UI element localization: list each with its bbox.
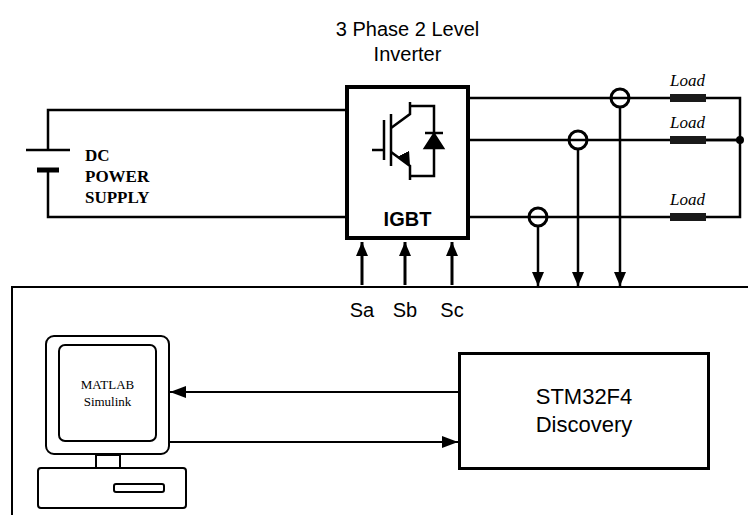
signal-name: Sa xyxy=(332,298,392,322)
diode-bar xyxy=(425,132,443,135)
battery-plate xyxy=(26,149,70,152)
igbt-symbol xyxy=(372,102,443,180)
signal-name: Sb xyxy=(375,298,435,322)
heading-holder: 3 Phase 2 Level Inverter xyxy=(289,17,526,67)
inverter-title: 3 Phase 2 Level Inverter xyxy=(323,17,493,67)
sensor-arrow xyxy=(537,226,540,286)
monitor-screen xyxy=(59,345,156,441)
device-label: IGBT xyxy=(384,207,432,232)
current-sensor xyxy=(569,131,587,149)
load-label-holder: Load xyxy=(670,113,705,133)
power-wire xyxy=(470,216,670,219)
software-name: MATLAB Simulink xyxy=(68,376,148,410)
power-wire xyxy=(470,97,670,100)
power-wire xyxy=(706,140,740,217)
collector-lead xyxy=(391,102,410,128)
body-holder: IGBT xyxy=(349,207,466,232)
load-label: Load xyxy=(670,190,705,210)
gate-lead xyxy=(372,149,384,152)
sensor-arrow xyxy=(619,107,622,286)
sensor-arrow xyxy=(577,149,580,286)
dc-wire xyxy=(48,110,345,150)
gate-signal-arrow xyxy=(361,242,364,285)
monitor-stand xyxy=(96,455,120,468)
supply-label: DC POWER SUPPLY xyxy=(85,145,165,208)
load-label: Load xyxy=(670,71,705,91)
current-sensor xyxy=(611,89,629,107)
drive-slot xyxy=(114,484,164,492)
load-resistor: Load xyxy=(670,136,706,144)
gate-bar xyxy=(383,120,386,160)
inverter-box: 3 Phase 2 Level InverterIGBT xyxy=(345,85,470,240)
power-wire xyxy=(706,98,740,140)
diode-triangle xyxy=(425,134,443,148)
battery-plate xyxy=(37,168,59,173)
signal-name: Sc xyxy=(422,298,482,322)
star-point xyxy=(736,136,744,144)
gate-signal-arrow xyxy=(451,242,454,285)
controller-box: STM32F4 Discovery xyxy=(458,352,710,470)
data-arrow xyxy=(170,441,458,443)
monitor-frame xyxy=(46,336,169,454)
emitter-lead xyxy=(391,152,410,180)
load-resistor: Load xyxy=(670,94,706,102)
label-holder: Sa xyxy=(332,298,392,322)
load-label-holder: Load xyxy=(670,71,705,91)
load-resistor: Load xyxy=(670,213,706,221)
controller-frame xyxy=(12,287,748,515)
load-label: Load xyxy=(670,113,705,133)
label-holder: DC POWER SUPPLY xyxy=(85,145,165,208)
computer-monitor: MATLAB Simulink xyxy=(45,335,170,455)
label-holder: Sc xyxy=(422,298,482,322)
gate-signal-arrow xyxy=(404,242,407,285)
channel-bar xyxy=(390,114,393,166)
computer-case xyxy=(38,468,186,508)
board-name: STM32F4 Discovery xyxy=(519,383,649,439)
screen-text-holder: MATLAB Simulink xyxy=(59,345,156,441)
data-arrow xyxy=(170,391,458,393)
load-label-holder: Load xyxy=(670,190,705,210)
current-sensor xyxy=(529,208,547,226)
label-holder: Sb xyxy=(375,298,435,322)
